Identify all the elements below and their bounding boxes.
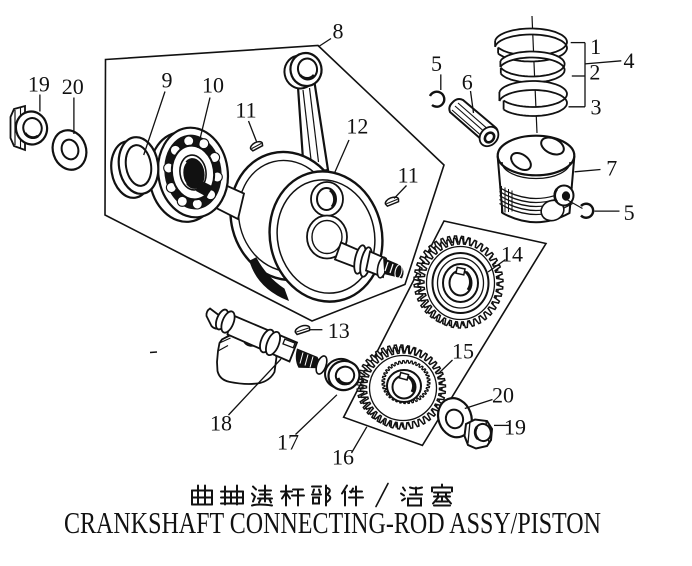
svg-text:11: 11	[398, 163, 419, 188]
svg-text:2: 2	[589, 60, 600, 85]
svg-text:12: 12	[346, 114, 368, 139]
svg-text:10: 10	[202, 73, 224, 98]
svg-text:8: 8	[333, 19, 344, 44]
svg-text:5: 5	[624, 200, 635, 225]
svg-text:9: 9	[162, 68, 173, 93]
svg-text:7: 7	[606, 155, 617, 180]
svg-text:19: 19	[28, 72, 50, 97]
svg-text:18: 18	[210, 411, 232, 436]
svg-text:17: 17	[277, 430, 299, 455]
svg-text:16: 16	[332, 445, 354, 470]
svg-text:20: 20	[492, 383, 514, 408]
svg-text:5: 5	[431, 51, 442, 76]
svg-text:11: 11	[235, 98, 256, 123]
svg-text:6: 6	[462, 70, 473, 95]
svg-text:14: 14	[501, 242, 523, 267]
svg-text:19: 19	[504, 415, 526, 440]
svg-text:1: 1	[590, 34, 601, 59]
svg-text:4: 4	[624, 48, 635, 73]
svg-text:13: 13	[328, 318, 350, 343]
svg-text:20: 20	[62, 74, 84, 99]
svg-text:CRANKSHAFT CONNECTING-ROD ASSY: CRANKSHAFT CONNECTING-ROD ASSY/PISTON	[64, 505, 601, 540]
svg-text:15: 15	[452, 339, 474, 364]
svg-text:3: 3	[591, 94, 602, 119]
